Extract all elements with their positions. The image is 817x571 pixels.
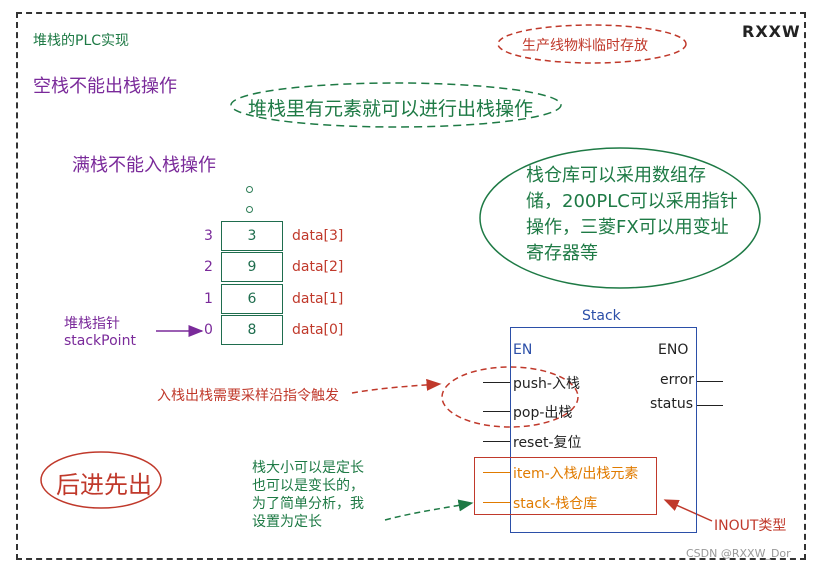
item-pin-label: item-入栈/出栈元素 xyxy=(513,466,639,482)
stack-pin-label: stack-栈仓库 xyxy=(513,496,598,512)
empty-stack-rule: 空栈不能出栈操作 xyxy=(33,76,177,97)
stack-cell: 3 xyxy=(221,221,283,251)
lifo-label: 后进先出 xyxy=(56,471,152,499)
stack-index: 2 xyxy=(204,259,213,275)
status-pin-label: status xyxy=(650,396,694,412)
reset-pin-line xyxy=(483,441,510,442)
inout-arrow xyxy=(663,499,713,522)
ellipsis-dot xyxy=(246,186,253,193)
stack-cell-label: data[1] xyxy=(292,291,344,307)
status-pin-line xyxy=(697,405,723,406)
trigger-note: 入栈出栈需要采样沿指令触发 xyxy=(157,388,339,404)
stack-cell-label: data[2] xyxy=(292,259,344,275)
diagram-frame xyxy=(16,12,806,560)
pop-rule-ellipse xyxy=(230,82,562,128)
pointer-label-en: stackPoint xyxy=(64,333,136,349)
size-note-line: 为了简单分析，我 xyxy=(252,496,364,512)
stack-pin-line xyxy=(483,502,510,503)
push-pin-line xyxy=(483,382,510,383)
stack-index: 1 xyxy=(204,291,213,307)
push-pin-label: push-入栈 xyxy=(513,376,580,392)
storage-line: 储，200PLC可以采用指针 xyxy=(526,191,738,212)
lifo-ellipse xyxy=(40,451,162,509)
stack-cell: 6 xyxy=(221,284,283,314)
storage-note: 栈仓库可以采用数组存 储，200PLC可以采用指针 操作，三菱FX可以用变址 寄… xyxy=(526,163,766,267)
eno-pin-label: ENO xyxy=(658,342,689,358)
stack-index: 3 xyxy=(204,228,213,244)
size-arrow xyxy=(384,499,474,521)
edge-trigger-ellipse xyxy=(441,366,579,428)
stack-function-block[interactable] xyxy=(510,327,697,533)
storage-ellipse xyxy=(479,147,761,289)
trigger-arrow xyxy=(351,378,442,394)
ellipsis-dot xyxy=(246,206,253,213)
note-text: 生产线物料临时存放 xyxy=(522,38,648,54)
note-ellipse xyxy=(497,24,687,64)
size-note: 栈大小可以是定长 也可以是变长的， 为了简单分析，我 设置为定长 xyxy=(252,459,364,531)
inout-highlight-box xyxy=(474,457,657,515)
pop-rule-text: 堆栈里有元素就可以进行出栈操作 xyxy=(248,98,534,120)
stack-pointer-label: 堆栈指针 stackPoint xyxy=(64,316,136,350)
size-note-line: 栈大小可以是定长 xyxy=(252,460,364,476)
pointer-label-cn: 堆栈指针 xyxy=(64,316,120,332)
stack-cell-label: data[3] xyxy=(292,228,344,244)
pop-pin-label: pop-出栈 xyxy=(513,405,573,421)
inout-type-label: INOUT类型 xyxy=(714,518,787,534)
stack-index: 0 xyxy=(204,322,213,338)
reset-pin-label: reset-复位 xyxy=(513,435,582,451)
size-note-line: 设置为定长 xyxy=(252,514,322,530)
stack-cell: 9 xyxy=(221,252,283,282)
stack-cell: 8 xyxy=(221,315,283,345)
watermark: CSDN @RXXW_Dor xyxy=(686,547,791,560)
en-pin-label: EN xyxy=(513,342,533,358)
block-name: Stack xyxy=(582,308,621,324)
storage-line: 寄存器等 xyxy=(526,243,598,264)
stack-cell-label: data[0] xyxy=(292,322,344,338)
brand-logo: RXXW xyxy=(742,22,801,41)
error-pin-line xyxy=(697,381,723,382)
error-pin-label: error xyxy=(660,372,694,388)
item-pin-line xyxy=(483,472,510,473)
storage-line: 栈仓库可以采用数组存 xyxy=(526,165,706,186)
size-note-line: 也可以是变长的， xyxy=(252,478,364,494)
full-stack-rule: 满栈不能入栈操作 xyxy=(72,155,216,176)
storage-line: 操作，三菱FX可以用变址 xyxy=(526,217,729,238)
pop-pin-line xyxy=(483,411,510,412)
page-title: 堆栈的PLC实现 xyxy=(33,33,130,49)
